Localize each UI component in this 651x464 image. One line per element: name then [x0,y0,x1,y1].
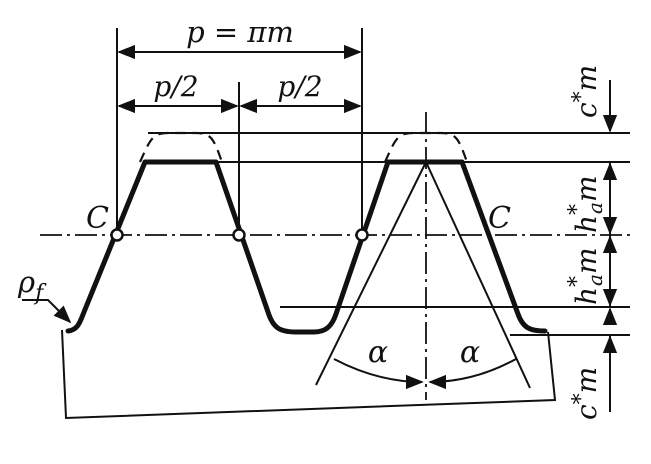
angle-arc-right [428,358,517,390]
addendum-label: h*am [565,175,607,233]
rack-body-outline [61,329,557,420]
tooth-tip-dashed-right [383,131,469,163]
dedendum-sub: a [583,274,607,286]
clearance-top-label: c*m [569,65,603,118]
clearance-bottom-star: * [569,393,594,404]
angle-ray-left [315,161,427,386]
dedendum-label: h*am [565,247,607,305]
pitch-point-label-left: C [86,201,109,236]
dedendum-symbol: h [570,287,603,305]
clearance-bottom-label: c*m [569,367,603,420]
dedendum-star: * [565,276,590,287]
clearance-top-m: m [570,65,603,92]
half-pitch-right-label: p/2 [277,70,322,103]
addendum-sub: a [583,202,607,214]
clearance-top-star: * [569,91,594,102]
angle-ray-right [425,161,531,389]
pitch-point-label-right: C [488,201,511,236]
angle-arc-left [333,358,424,390]
angle-label-left: α [368,335,388,370]
pitch-point-2 [232,228,246,242]
addendum-star: * [565,204,590,215]
clearance-top-symbol: c [570,102,603,118]
dedendum-m: m [570,247,603,274]
half-pitch-left-label: p/2 [153,70,198,103]
fillet-radius-leader [22,299,72,324]
clearance-bottom-m: m [570,367,603,394]
fillet-radius-symbol: ρ [17,265,35,299]
addendum-m: m [570,175,603,202]
angle-label-right: α [460,335,480,370]
clearance-bottom-symbol: c [570,404,603,420]
tooth-tip-dashed-left [138,131,224,163]
pitch-point-3 [355,228,369,242]
rack-tooth-profile [65,159,548,335]
fillet-radius-subscript: f [33,281,47,306]
pitch-point-1 [110,228,124,242]
pitch-label: p = πm [186,15,294,49]
addendum-symbol: h [570,215,603,233]
